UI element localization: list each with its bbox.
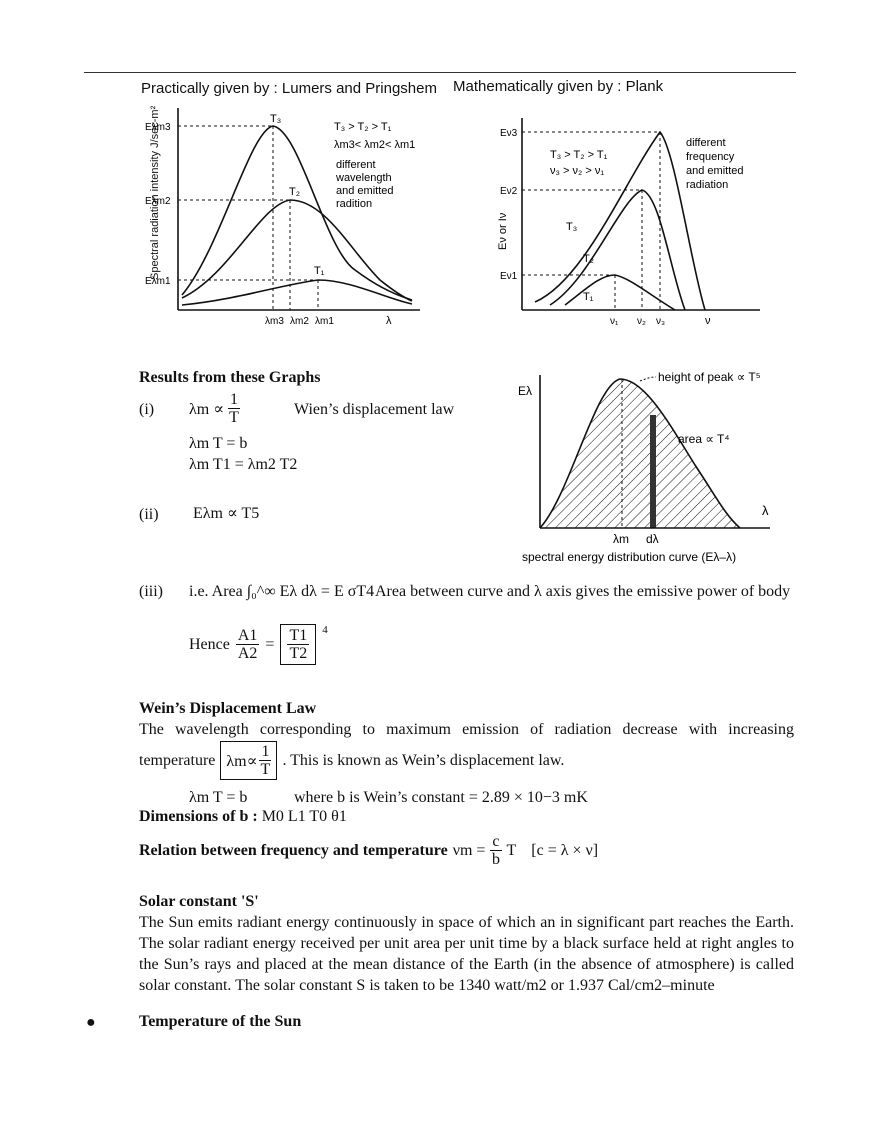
spectral-y-axis-label: Eλ — [518, 384, 532, 398]
wein-bracket-lhs: λm∝ — [226, 752, 258, 770]
relation-t: T — [506, 841, 517, 859]
result-i-label: (i) — [139, 401, 155, 418]
spectral-xtick-d-lambda: dλ — [646, 532, 659, 546]
left-xtick-lambda-m3: λm3 — [265, 316, 284, 327]
result-iii-label: (iii) — [139, 583, 163, 600]
right-temperature-relation: T₃ > T₂ > T₁ — [550, 149, 608, 161]
left-ytick-e3: Eλm3 — [145, 122, 171, 133]
spectral-graph-caption: spectral energy distribution curve (Eλ–λ… — [522, 550, 736, 564]
top-rule — [84, 72, 796, 73]
dimensions-value: M0 L1 T0 θ1 — [261, 808, 347, 825]
right-ytick-e1: Eν1 — [500, 271, 518, 282]
spectral-x-axis-label: λ — [762, 503, 769, 518]
wein-bracket-den: T — [260, 761, 271, 778]
left-curve-t1: T₁ — [314, 265, 325, 277]
dimensions-line: Dimensions of b : M0 L1 T0 θ1 — [139, 808, 347, 826]
right-note-line-4: radiation — [686, 179, 728, 191]
area-a1: A1 — [235, 627, 260, 645]
peak-height-note: height of peak ∝ T⁵ — [658, 370, 761, 384]
temperature-ratio: T1 T2 — [287, 627, 310, 662]
result-i-lhs: λm ∝ — [189, 400, 225, 418]
frequency-temperature-relation: Relation between frequency and temperatu… — [139, 833, 598, 868]
relation-bracket: [c = λ × ν] — [531, 841, 599, 859]
result-i-equation-2: λm T = b — [189, 435, 248, 452]
result-ii-equation: Eλm ∝ T5 — [193, 505, 260, 522]
temp-t1: T1 — [287, 627, 310, 645]
right-xtick-nu1: ν₁ — [610, 316, 619, 327]
left-curve-t3: T₃ — [270, 113, 281, 125]
left-graph-caption: Practically given by : Lumers and Prings… — [141, 80, 437, 97]
right-curve-t2: T₂ — [583, 253, 594, 265]
right-ytick-e2: Eν2 — [500, 186, 518, 197]
left-x-axis-label: λ — [386, 315, 392, 327]
result-i-law-name: Wien’s displacement law — [294, 401, 455, 418]
result-i-numerator: 1 — [228, 391, 241, 409]
right-xtick-nu2: ν₂ — [637, 316, 646, 327]
result-iii-equation: i.e. Area ∫₀^∞ Eλ dλ = E σT4 — [189, 583, 375, 600]
wein-heading: Wein’s Displacement Law — [139, 700, 317, 717]
right-x-axis-label: ν — [705, 315, 711, 327]
solar-paragraph: The Sun emits radiant energy continuousl… — [139, 914, 794, 994]
right-graph-caption: Mathematically given by : Plank — [453, 78, 664, 95]
left-note-line-3: and emitted — [336, 185, 393, 197]
relation-label: Relation between frequency and temperatu… — [139, 841, 448, 859]
result-ii-label: (ii) — [139, 506, 159, 523]
result-i-equation: λm ∝ 1 T — [189, 391, 241, 426]
bullet-symbol: ● — [86, 1014, 96, 1031]
dimensions-label: Dimensions of b : — [139, 808, 258, 825]
relation-num: c — [490, 833, 502, 851]
wein-temperature-word: temperature — [139, 751, 216, 769]
result-i-denominator: T — [229, 409, 239, 426]
right-frequency-relation: ν₃ > ν₂ > ν₁ — [550, 165, 604, 177]
left-ytick-e1: Eλm1 — [145, 276, 171, 287]
wein-line-2: temperature λm∝ 1 T . This is known as W… — [139, 741, 564, 780]
hence-label: Hence — [189, 635, 230, 653]
right-curve-t1: T₁ — [583, 291, 594, 303]
hence-ratio: Hence A1 A2 = T1 T2 4 — [189, 624, 328, 665]
right-ytick-e3: Eν3 — [500, 128, 518, 139]
area-ratio: A1 A2 — [235, 627, 260, 662]
wein-line-1: The wavelength corresponding to maximum … — [139, 721, 794, 738]
left-temperature-relation: T₃ > T₂ > T₁ — [334, 121, 392, 133]
result-iii-note: Area between curve and λ axis gives the … — [375, 583, 791, 600]
spectral-xtick-lambda-m: λm — [613, 532, 629, 546]
left-note-line-1: different — [336, 159, 376, 171]
temp-t2: T2 — [289, 645, 308, 662]
solar-heading: Solar constant 'S' — [139, 893, 259, 910]
left-note-line-2: wavelength — [335, 172, 392, 184]
relation-lhs: νm = — [452, 841, 486, 859]
right-note-line-2: frequency — [686, 151, 735, 163]
right-curve-t3: T₃ — [566, 221, 577, 233]
bullet-heading: Temperature of the Sun — [139, 1013, 302, 1030]
right-note-line-1: different — [686, 137, 726, 149]
left-wavelength-relation: λm3< λm2< λm1 — [334, 139, 415, 151]
frequency-intensity-graph: Eν or Iν Eν3 Eν2 Eν1 T₃ > T₂ > T₁ ν₃ > ν… — [497, 118, 760, 327]
area-note: area ∝ T⁴ — [678, 432, 730, 446]
relation-fraction: c b — [490, 833, 502, 868]
left-xtick-lambda-m1: λm1 — [315, 316, 334, 327]
wein-bracket-fraction: 1 T — [259, 743, 272, 778]
temperature-bracket: T1 T2 — [280, 624, 317, 665]
left-y-axis-label: Spectral radiation intensity J/sec-m² — [149, 105, 161, 280]
wavelength-intensity-graph: Spectral radiation intensity J/sec-m² Eλ… — [145, 105, 420, 327]
left-xtick-lambda-m2: λm2 — [290, 316, 309, 327]
right-y-axis-label: Eν or Iν — [497, 212, 509, 250]
spectral-distribution-graph: Eλ height of peak ∝ T⁵ area ∝ T⁴ λm dλ λ… — [518, 370, 770, 564]
left-note-line-4: radition — [336, 198, 372, 210]
right-xtick-nu3: ν₃ — [656, 316, 665, 327]
wein-bracket-num: 1 — [259, 743, 272, 761]
relation-den: b — [491, 851, 500, 868]
wein-constant: where b is Wein’s constant = 2.89 × 10−3… — [294, 789, 588, 806]
area-a2: A2 — [237, 645, 258, 662]
ratio-power: 4 — [322, 624, 328, 636]
left-curve-t2: T₂ — [289, 186, 300, 198]
wein-bracket: λm∝ 1 T — [220, 741, 278, 780]
wein-line-2-tail: . This is known as Wein’s displacement l… — [282, 751, 565, 769]
left-ytick-e2: Eλm2 — [145, 196, 171, 207]
result-i-fraction: 1 T — [228, 391, 241, 426]
right-note-line-3: and emitted — [686, 165, 743, 177]
result-i-equation-3: λm T1 = λm2 T2 — [189, 456, 298, 473]
results-heading: Results from these Graphs — [139, 369, 321, 386]
wein-equation: λm T = b — [189, 789, 248, 806]
